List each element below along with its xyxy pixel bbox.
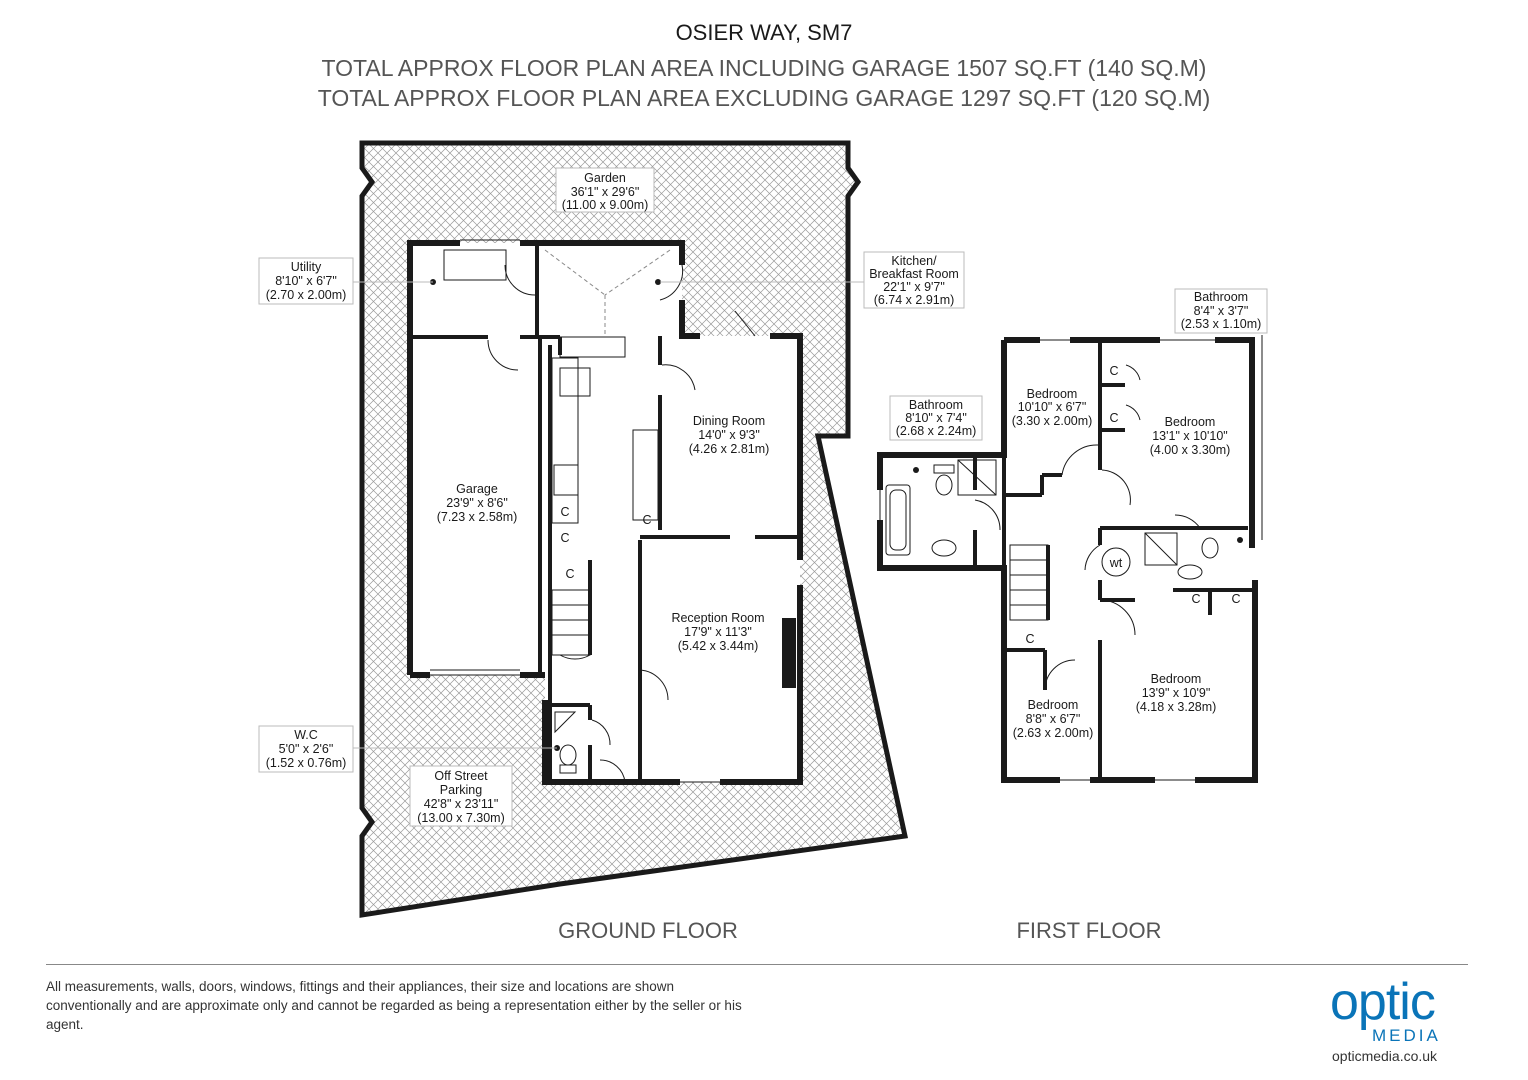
cupboard-marker: C	[1191, 592, 1200, 606]
bedroom2-metric: (4.00 x 3.30m)	[1150, 443, 1231, 457]
bedroom4-metric: (2.63 x 2.00m)	[1013, 726, 1094, 740]
dining-name: Dining Room	[693, 414, 765, 428]
bathroom-fittings	[885, 459, 1219, 580]
first-stairs	[1009, 544, 1049, 621]
kitchen-name-1: Kitchen/	[891, 254, 937, 268]
area-excluding-garage: TOTAL APPROX FLOOR PLAN AREA EXCLUDING G…	[317, 85, 1211, 111]
ground-stairs	[551, 589, 591, 656]
dining-metric: (4.26 x 2.81m)	[689, 442, 770, 456]
disclaimer-text: All measurements, walls, doors, windows,…	[46, 979, 742, 1032]
ground-floor: Garden 36'1" x 29'6" (11.00 x 9.00m) Uti…	[258, 140, 965, 943]
house-footprint	[410, 243, 800, 782]
cupboard-marker: C	[1109, 364, 1118, 378]
bedroom3-name: Bedroom	[1151, 672, 1202, 686]
first-interior-walls	[973, 340, 1255, 780]
kitchen-imperial: 22'1" x 9'7"	[883, 280, 945, 294]
bedroom3-metric: (4.18 x 3.28m)	[1136, 700, 1217, 714]
kitchen-metric: (6.74 x 2.91m)	[874, 293, 955, 307]
first-windows	[879, 339, 1215, 781]
bedroom2-name: Bedroom	[1165, 415, 1216, 429]
garden-name: Garden	[584, 171, 626, 185]
first-floor: wt Bathroom 8'10" x 7'4" (2.68 x 2.24m) …	[877, 288, 1268, 943]
bedroom4-name: Bedroom	[1028, 698, 1079, 712]
bathroom2-name: Bathroom	[1194, 290, 1248, 304]
area-including-garage: TOTAL APPROX FLOOR PLAN AREA INCLUDING G…	[321, 55, 1207, 81]
parking-name-2: Parking	[440, 783, 482, 797]
water-tank-marker: wt	[1109, 556, 1123, 570]
wc-name: W.C	[294, 728, 318, 742]
door-swings	[487, 264, 756, 783]
roof-lantern	[544, 249, 671, 335]
bedroom1-name: Bedroom	[1027, 387, 1078, 401]
water-tank-icon	[1101, 547, 1131, 577]
parking-name-1: Off Street	[434, 769, 488, 783]
parking-imperial: 42'8" x 23'11"	[424, 797, 499, 811]
kitchen-units	[443, 249, 659, 524]
bathroom1-metric: (2.68 x 2.24m)	[896, 424, 977, 438]
footer-divider	[46, 964, 1468, 965]
first-label-boxes	[889, 288, 1268, 441]
bedroom1-metric: (3.30 x 2.00m)	[1012, 414, 1093, 428]
utility-imperial: 8'10" x 6'7"	[275, 274, 337, 288]
cupboard-marker: C	[565, 567, 574, 581]
bedroom2-imperial: 13'1" x 10'10"	[1152, 429, 1228, 443]
garden-metric: (11.00 x 9.00m)	[562, 198, 649, 212]
label-boxes	[258, 167, 965, 827]
bathroom2-imperial: 8'4" x 3'7"	[1194, 304, 1249, 318]
ground-floor-label: GROUND FLOOR	[558, 918, 738, 943]
cupboard-marker: C	[1025, 632, 1034, 646]
bathroom1-imperial: 8'10" x 7'4"	[905, 411, 967, 425]
cupboard-marker: C	[1231, 592, 1240, 606]
dining-imperial: 14'0" x 9'3"	[698, 428, 760, 442]
logo-wordmark: optic	[1330, 973, 1436, 1031]
plan-title: OSIER WAY, SM7	[675, 20, 853, 45]
kitchen-name-2: Breakfast Room	[869, 267, 959, 281]
cupboard-marker: C	[560, 505, 569, 519]
optic-media-logo: optic MEDIA opticmedia.co.uk	[1330, 973, 1470, 1066]
wc-fittings	[554, 711, 577, 774]
garage-name: Garage	[456, 482, 498, 496]
garage-imperial: 23'9" x 8'6"	[446, 496, 508, 510]
bathroom1-name: Bathroom	[909, 398, 963, 412]
garden-imperial: 36'1" x 29'6"	[571, 185, 640, 199]
garage-metric: (7.23 x 2.58m)	[437, 510, 518, 524]
wc-metric: (1.52 x 0.76m)	[266, 756, 347, 770]
fireplace	[782, 618, 796, 688]
bedroom1-imperial: 10'10" x 6'7"	[1018, 400, 1087, 414]
reception-imperial: 17'9" x 11'3"	[684, 625, 752, 639]
logo-url: opticmedia.co.uk	[1332, 1048, 1438, 1064]
cupboard-marker: C	[642, 513, 651, 527]
first-door-swings	[974, 364, 1201, 691]
wc-imperial: 5'0" x 2'6"	[279, 742, 334, 756]
reception-metric: (5.42 x 3.44m)	[678, 639, 759, 653]
utility-name: Utility	[291, 260, 322, 274]
logo-subtitle: MEDIA	[1372, 1026, 1441, 1045]
utility-metric: (2.70 x 2.00m)	[266, 288, 347, 302]
bathroom2-metric: (2.53 x 1.10m)	[1181, 317, 1262, 331]
parking-metric: (13.00 x 7.30m)	[417, 811, 505, 825]
bedroom4-imperial: 8'8" x 6'7"	[1026, 712, 1081, 726]
cupboard-marker: C	[560, 531, 569, 545]
reception-name: Reception Room	[671, 611, 764, 625]
cupboard-marker: C	[1109, 411, 1118, 425]
first-floor-label: FIRST FLOOR	[1016, 918, 1161, 943]
bedroom3-imperial: 13'9" x 10'9"	[1142, 686, 1211, 700]
label-leaders	[352, 281, 865, 749]
